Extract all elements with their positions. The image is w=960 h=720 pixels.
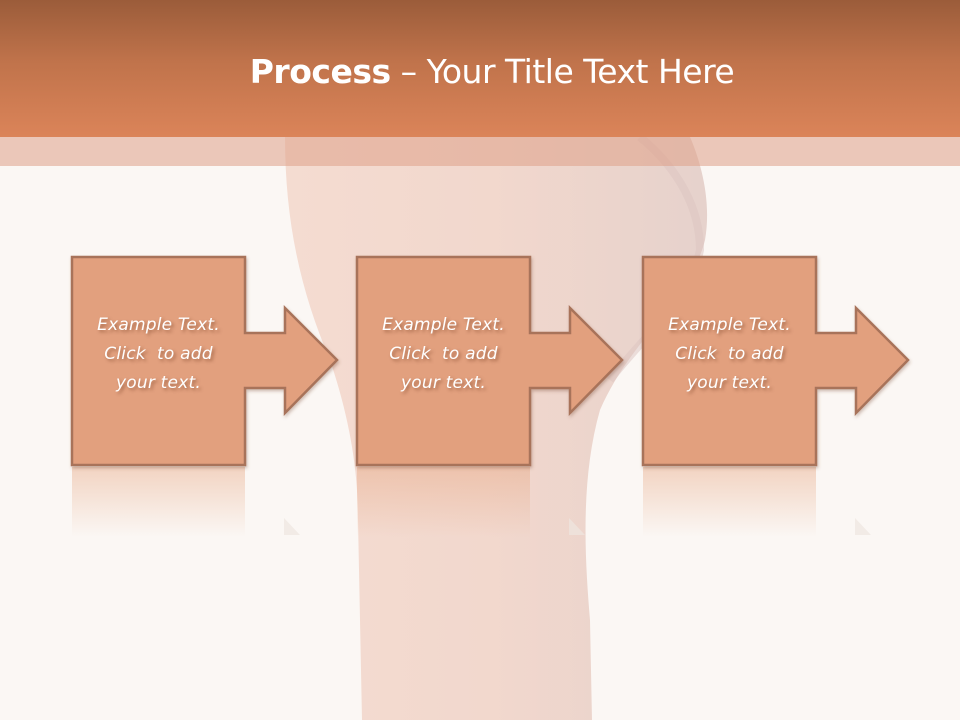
step-3-line-2: Click to add xyxy=(675,344,784,364)
title-rest: – Your Title Text Here xyxy=(390,52,735,91)
title-bold: Process xyxy=(249,52,391,91)
step-3-line-3: your text. xyxy=(687,373,772,393)
step-2-line-2: Click to add xyxy=(389,344,498,364)
step-1-line-3: your text. xyxy=(116,373,201,393)
step-2-line-1: Example Text. xyxy=(382,315,505,335)
slide-title[interactable]: Process – Your Title Text Here xyxy=(0,52,960,91)
process-step-1[interactable] xyxy=(70,255,339,540)
step-3-line-1: Example Text. xyxy=(668,315,791,335)
step-2-line-3: your text. xyxy=(401,373,486,393)
step-1-text[interactable]: Example Text. Click to add your text. xyxy=(72,311,245,398)
step-2-text[interactable]: Example Text. Click to add your text. xyxy=(357,311,530,398)
process-step-2[interactable] xyxy=(355,255,624,540)
step-1-line-2: Click to add xyxy=(104,344,213,364)
process-step-3[interactable] xyxy=(641,255,910,540)
step-1-line-1: Example Text. xyxy=(97,315,220,335)
title-bar xyxy=(0,0,960,137)
step-3-text[interactable]: Example Text. Click to add your text. xyxy=(643,311,816,398)
title-underband xyxy=(0,137,960,166)
